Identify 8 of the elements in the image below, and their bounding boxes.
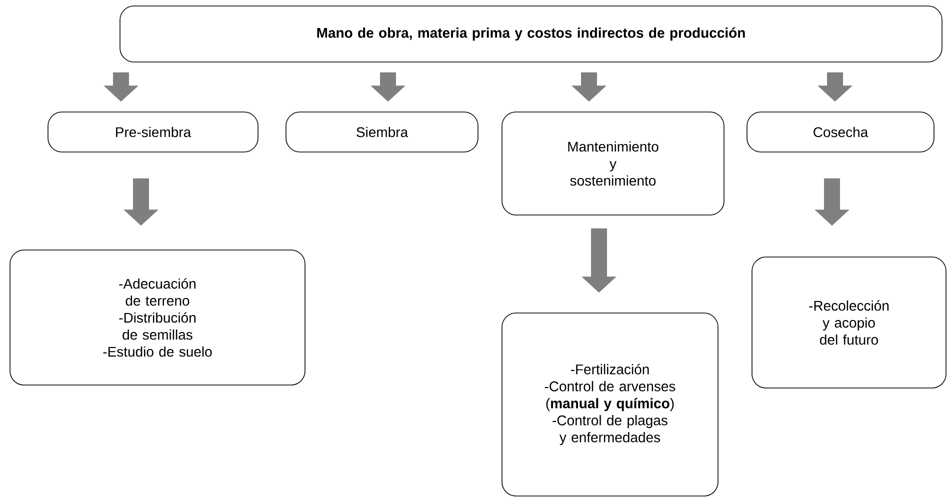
process-box: Pre-siembra — [48, 112, 258, 152]
process-box: Siembra — [286, 112, 478, 152]
process-box: Mano de obra, materia prima y costos indirectos de producción — [120, 6, 942, 62]
process-box: Mantenimiento y sostenimiento — [502, 112, 724, 216]
process-box: -Adecuación de terreno -Distribución de semillas -Estudio de suelo — [10, 250, 306, 386]
process-box: -Fertilización -Control de arvenses (manual y químico) -Control de plagas y enfermedades — [502, 312, 718, 496]
process-box: Cosecha — [746, 112, 934, 152]
process-box: -Recolección y acopio del futuro — [752, 256, 946, 388]
